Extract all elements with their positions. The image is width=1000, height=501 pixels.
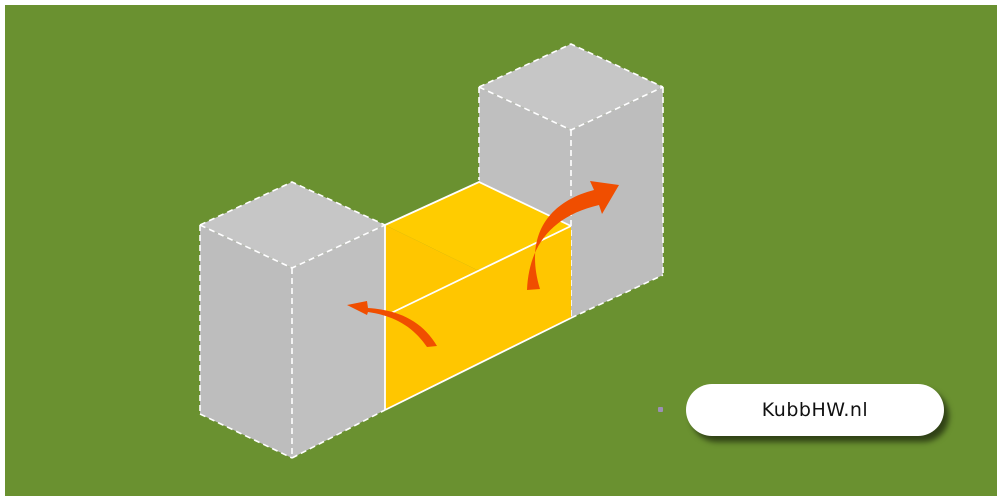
left-block-side [292,225,385,458]
site-badge-label: KubbHW.nl [761,399,869,421]
beam-front [385,225,571,410]
curved-arrow-up-right-icon [527,181,619,290]
small-dot [658,407,663,412]
left-block [199,181,386,459]
curved-arrow-left-icon [347,301,437,347]
right-block-side [571,87,663,318]
left-block-front [200,225,292,458]
site-badge: KubbHW.nl [686,384,944,436]
beam [384,181,572,411]
